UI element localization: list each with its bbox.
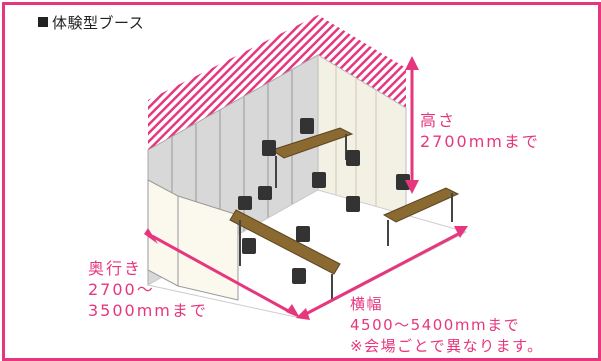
chair (300, 118, 314, 134)
chair (296, 226, 310, 242)
width-label-line1: 横幅 (350, 295, 384, 313)
height-zone-right (318, 15, 406, 118)
chair (346, 196, 360, 212)
width-arrow (301, 230, 463, 318)
diagram-title: 体験型ブース (38, 12, 144, 33)
desk-right (382, 187, 460, 246)
depth-label-line1: 奥行き (88, 259, 143, 278)
width-label: 横幅 4500～5400mmまで ※会場ごとで異なります。 (350, 294, 544, 357)
width-label-line3: ※会場ごとで異なります。 (350, 337, 544, 355)
chairs (238, 118, 410, 284)
desk-front (229, 209, 341, 300)
title-text: 体験型ブース (52, 14, 145, 32)
desk-back (270, 127, 354, 188)
chair (292, 268, 306, 284)
depth-arrow (151, 234, 293, 315)
chair (262, 140, 276, 156)
height-arrow-head-bottom (405, 180, 419, 194)
square-bullet-icon (38, 17, 48, 27)
chair (258, 186, 272, 200)
depth-label-line3: 3500mmまで (88, 301, 208, 320)
width-label-line2: 4500～5400mmまで (350, 316, 521, 334)
width-arrow-head-left (296, 308, 310, 320)
chair (346, 150, 360, 166)
height-label-line1: 高さ (420, 111, 457, 130)
height-label-line2: 2700mmまで (420, 132, 540, 151)
height-zone-back-full (148, 15, 318, 150)
chair (238, 196, 252, 210)
chair (396, 174, 410, 190)
depth-arrow-head-right (286, 304, 300, 318)
height-label: 高さ 2700mmまで (420, 110, 540, 152)
depth-label-line2: 2700～ (88, 280, 155, 299)
chair (312, 172, 326, 188)
back-right-wall (317, 54, 407, 241)
dimension-arrows (144, 56, 468, 320)
height-arrow-head-top (405, 56, 419, 70)
depth-label: 奥行き 2700～ 3500mmまで (88, 258, 208, 321)
depth-arrow-head-left (144, 228, 158, 244)
chair (242, 238, 256, 254)
width-arrow-head-right (454, 226, 468, 238)
